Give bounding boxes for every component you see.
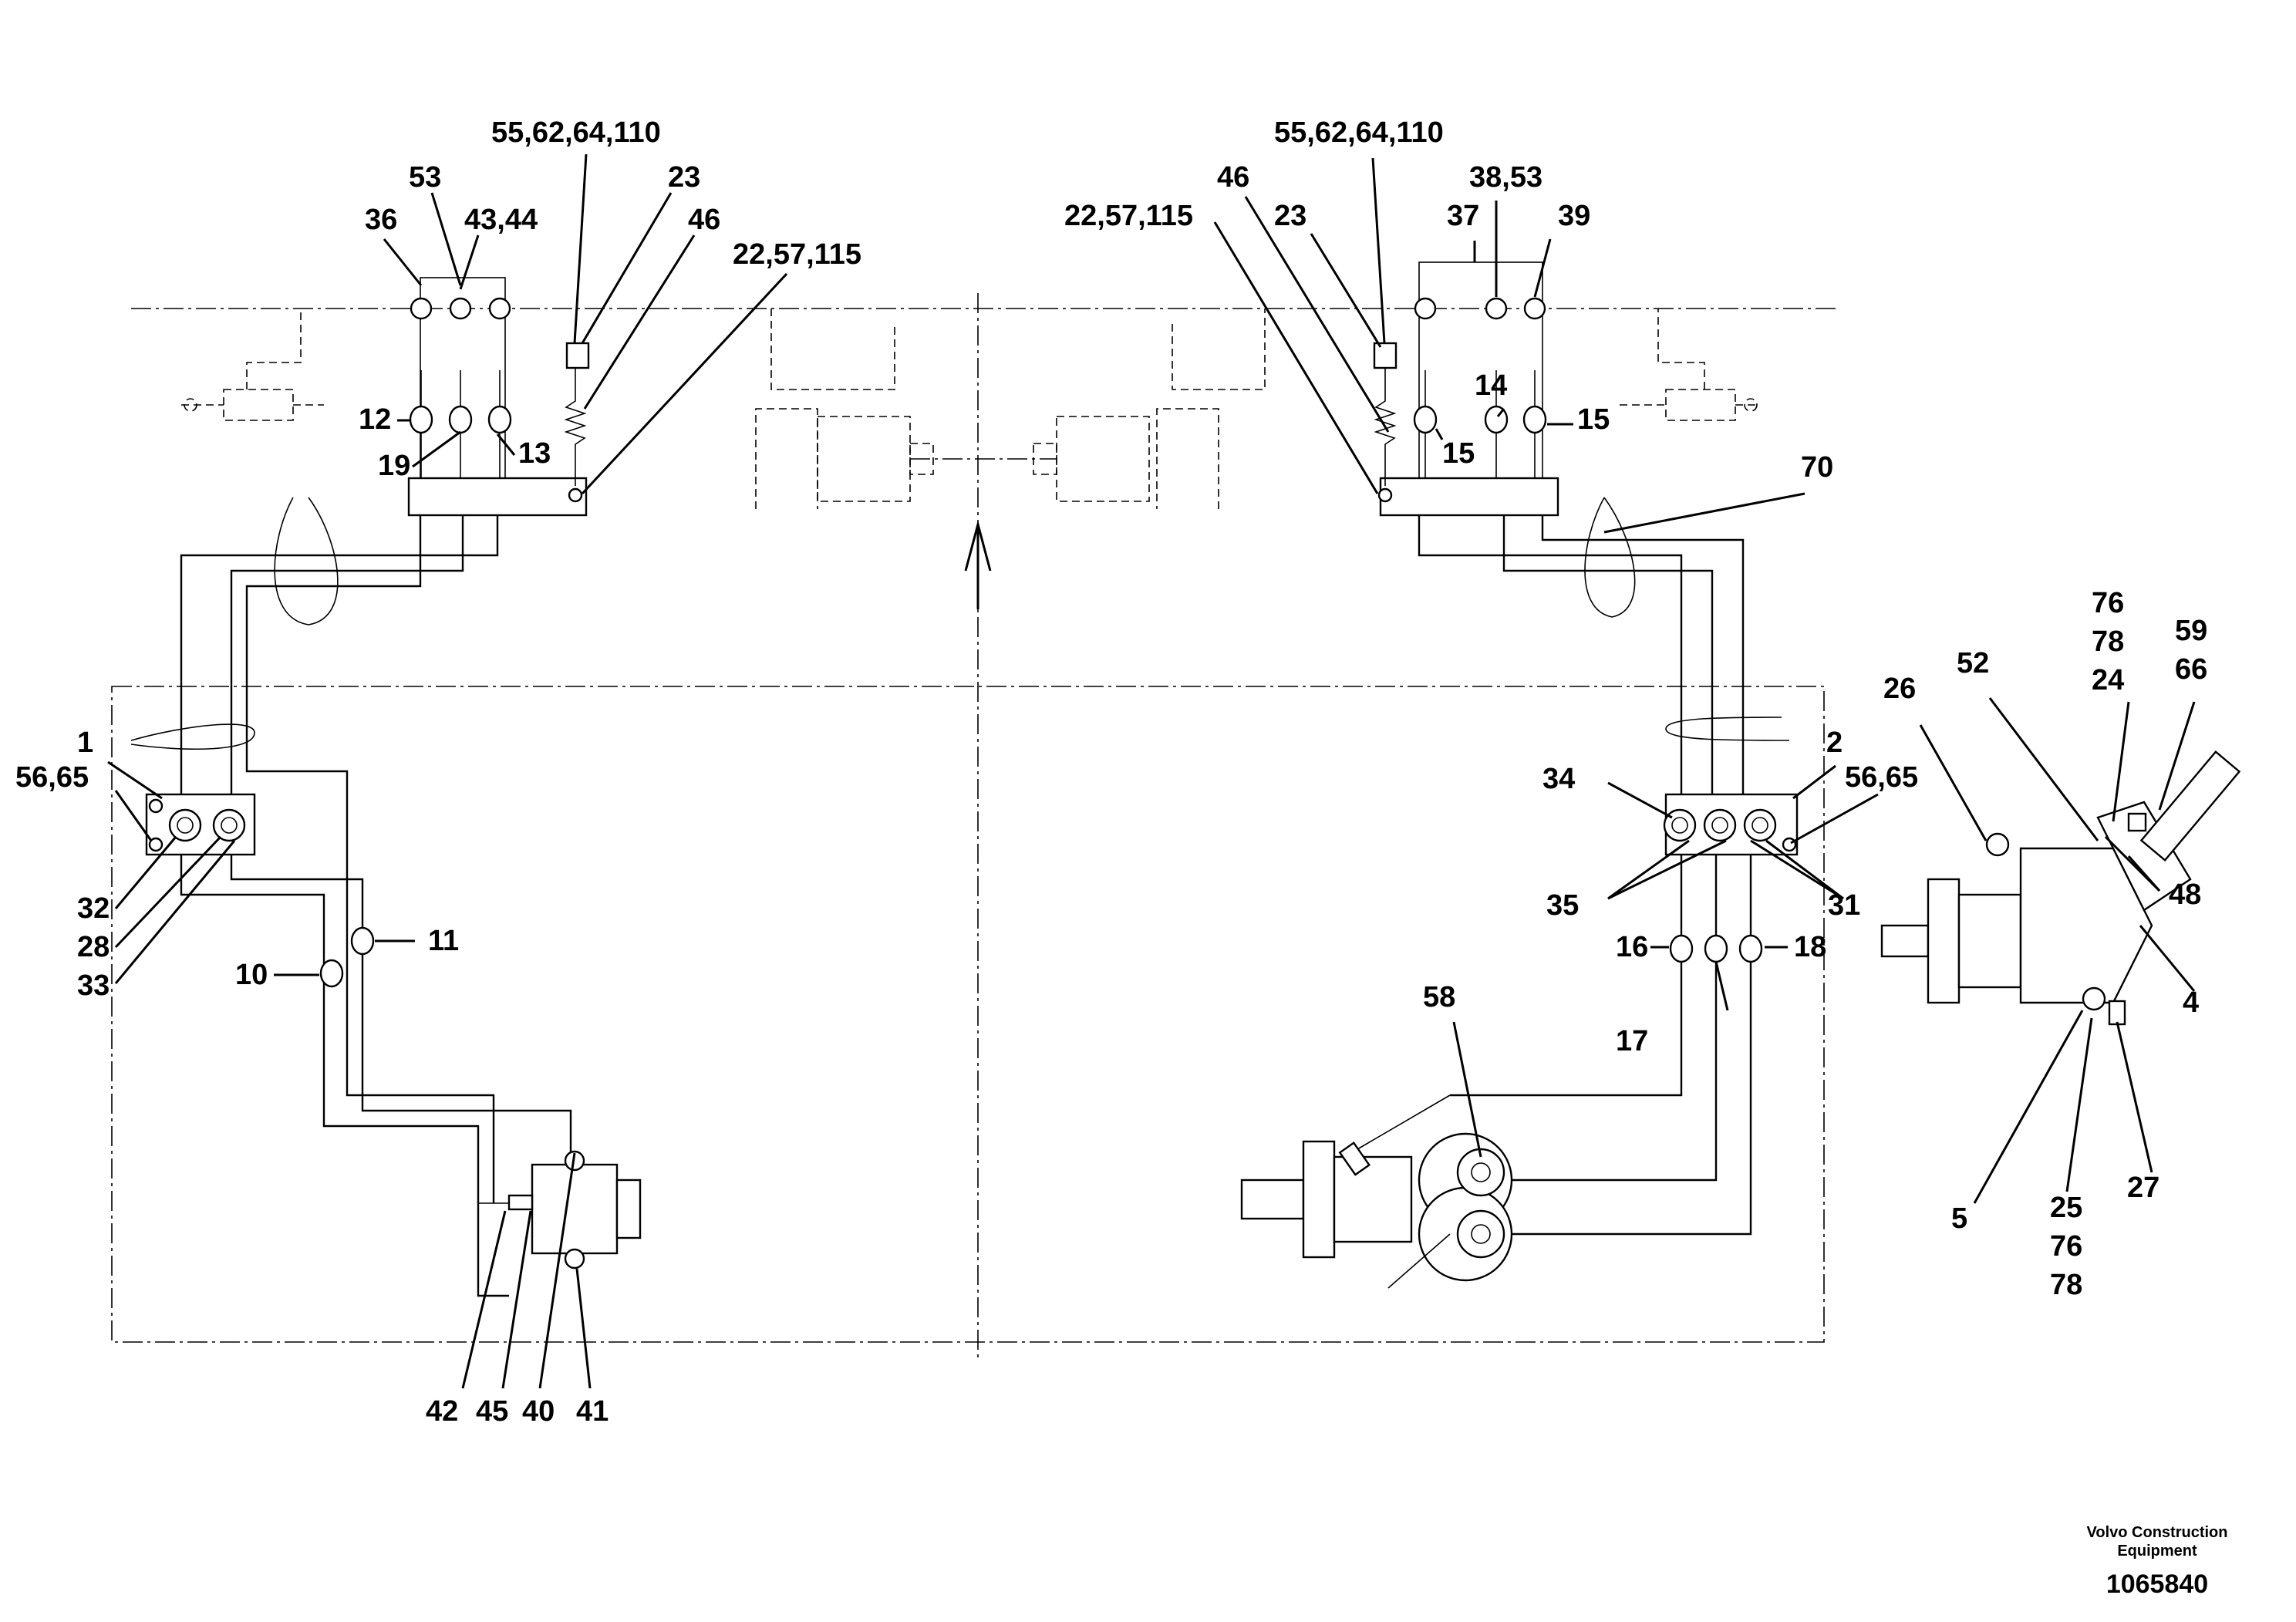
label-56-65-right: 56,65: [1845, 761, 1918, 794]
label-41: 41: [576, 1395, 609, 1428]
label-37: 37: [1447, 200, 1479, 232]
label-28: 28: [77, 931, 110, 963]
right-circuit: [1240, 261, 2241, 1289]
company-name: Volvo Construction Equipment: [2086, 1524, 2228, 1560]
label-46-left: 46: [688, 204, 720, 236]
left-circuit: [130, 277, 642, 1297]
hydraulic-motor-58: [1240, 1094, 1513, 1289]
drawing-number: 1065840: [2106, 1570, 2209, 1599]
label-26: 26: [1883, 673, 1916, 705]
label-15-b: 15: [1577, 403, 1610, 436]
right-fittings: [1373, 297, 1546, 503]
label-59: 59: [2175, 615, 2207, 647]
left-distribution-bar: [407, 477, 588, 517]
label-48: 48: [2169, 878, 2201, 911]
label-13: 13: [518, 437, 551, 470]
label-15-a: 15: [1442, 437, 1475, 470]
label-5: 5: [1951, 1202, 1967, 1235]
leader-lines: [107, 153, 2196, 1389]
label-70: 70: [1801, 451, 1833, 484]
label-43-44: 43,44: [464, 204, 538, 236]
label-25: 25: [2050, 1192, 2082, 1224]
label-27: 27: [2127, 1172, 2159, 1204]
label-14: 14: [1475, 369, 1507, 402]
title-block: Volvo Construction Equipment 1065840: [2057, 1523, 2257, 1600]
label-10: 10: [235, 959, 268, 991]
label-40: 40: [522, 1395, 555, 1428]
label-45: 45: [476, 1395, 508, 1428]
reference-geometry: [111, 293, 1836, 1361]
label-17: 17: [1616, 1025, 1648, 1057]
left-fittings: [410, 297, 590, 503]
label-55-62-64-110-right: 55,62,64,110: [1274, 116, 1444, 149]
label-66: 66: [2175, 653, 2207, 686]
label-31: 31: [1828, 889, 1860, 922]
label-78-bottom: 78: [2050, 1269, 2082, 1301]
left-test-points: [409, 370, 512, 478]
label-33: 33: [77, 969, 110, 1002]
part-labels: 55,62,64,110 53 23 36 43,44 46 22,57,115…: [15, 116, 2207, 1428]
label-22-57-115-left: 22,57,115: [733, 238, 861, 271]
label-4: 4: [2183, 986, 2199, 1019]
label-76-top: 76: [2092, 587, 2124, 619]
label-55-62-64-110-left: 55,62,64,110: [491, 116, 661, 149]
label-56-65-left: 56,65: [15, 761, 89, 794]
label-53-left: 53: [409, 161, 441, 194]
label-18: 18: [1794, 931, 1826, 963]
right-test-points: [1413, 370, 1547, 478]
hydraulic-motor-4: [1880, 750, 2241, 1026]
left-spring: [564, 368, 587, 486]
label-11: 11: [428, 925, 459, 957]
label-46-right: 46: [1217, 161, 1249, 194]
right-spring: [1374, 368, 1397, 486]
label-23-left: 23: [668, 161, 700, 194]
label-38-53: 38,53: [1469, 161, 1542, 194]
label-42: 42: [426, 1395, 458, 1428]
label-76-bottom: 76: [2050, 1230, 2082, 1263]
label-12: 12: [359, 403, 391, 436]
label-2: 2: [1826, 727, 1843, 759]
direction-arrow: [964, 520, 992, 609]
label-22-57-115-right: 22,57,115: [1064, 200, 1193, 232]
left-brake-unit: [531, 1163, 619, 1255]
label-39: 39: [1558, 200, 1590, 232]
label-19: 19: [378, 450, 410, 482]
label-78-top: 78: [2092, 626, 2124, 658]
label-58: 58: [1423, 981, 1455, 1013]
label-32: 32: [77, 892, 110, 925]
label-34: 34: [1542, 763, 1575, 795]
label-52: 52: [1957, 647, 1989, 679]
label-35: 35: [1546, 889, 1579, 922]
label-23-right: 23: [1274, 200, 1306, 232]
label-36: 36: [365, 204, 397, 236]
label-16: 16: [1616, 931, 1648, 963]
right-distribution-bar: [1379, 477, 1559, 517]
label-24: 24: [2092, 664, 2124, 696]
label-1: 1: [77, 727, 93, 759]
